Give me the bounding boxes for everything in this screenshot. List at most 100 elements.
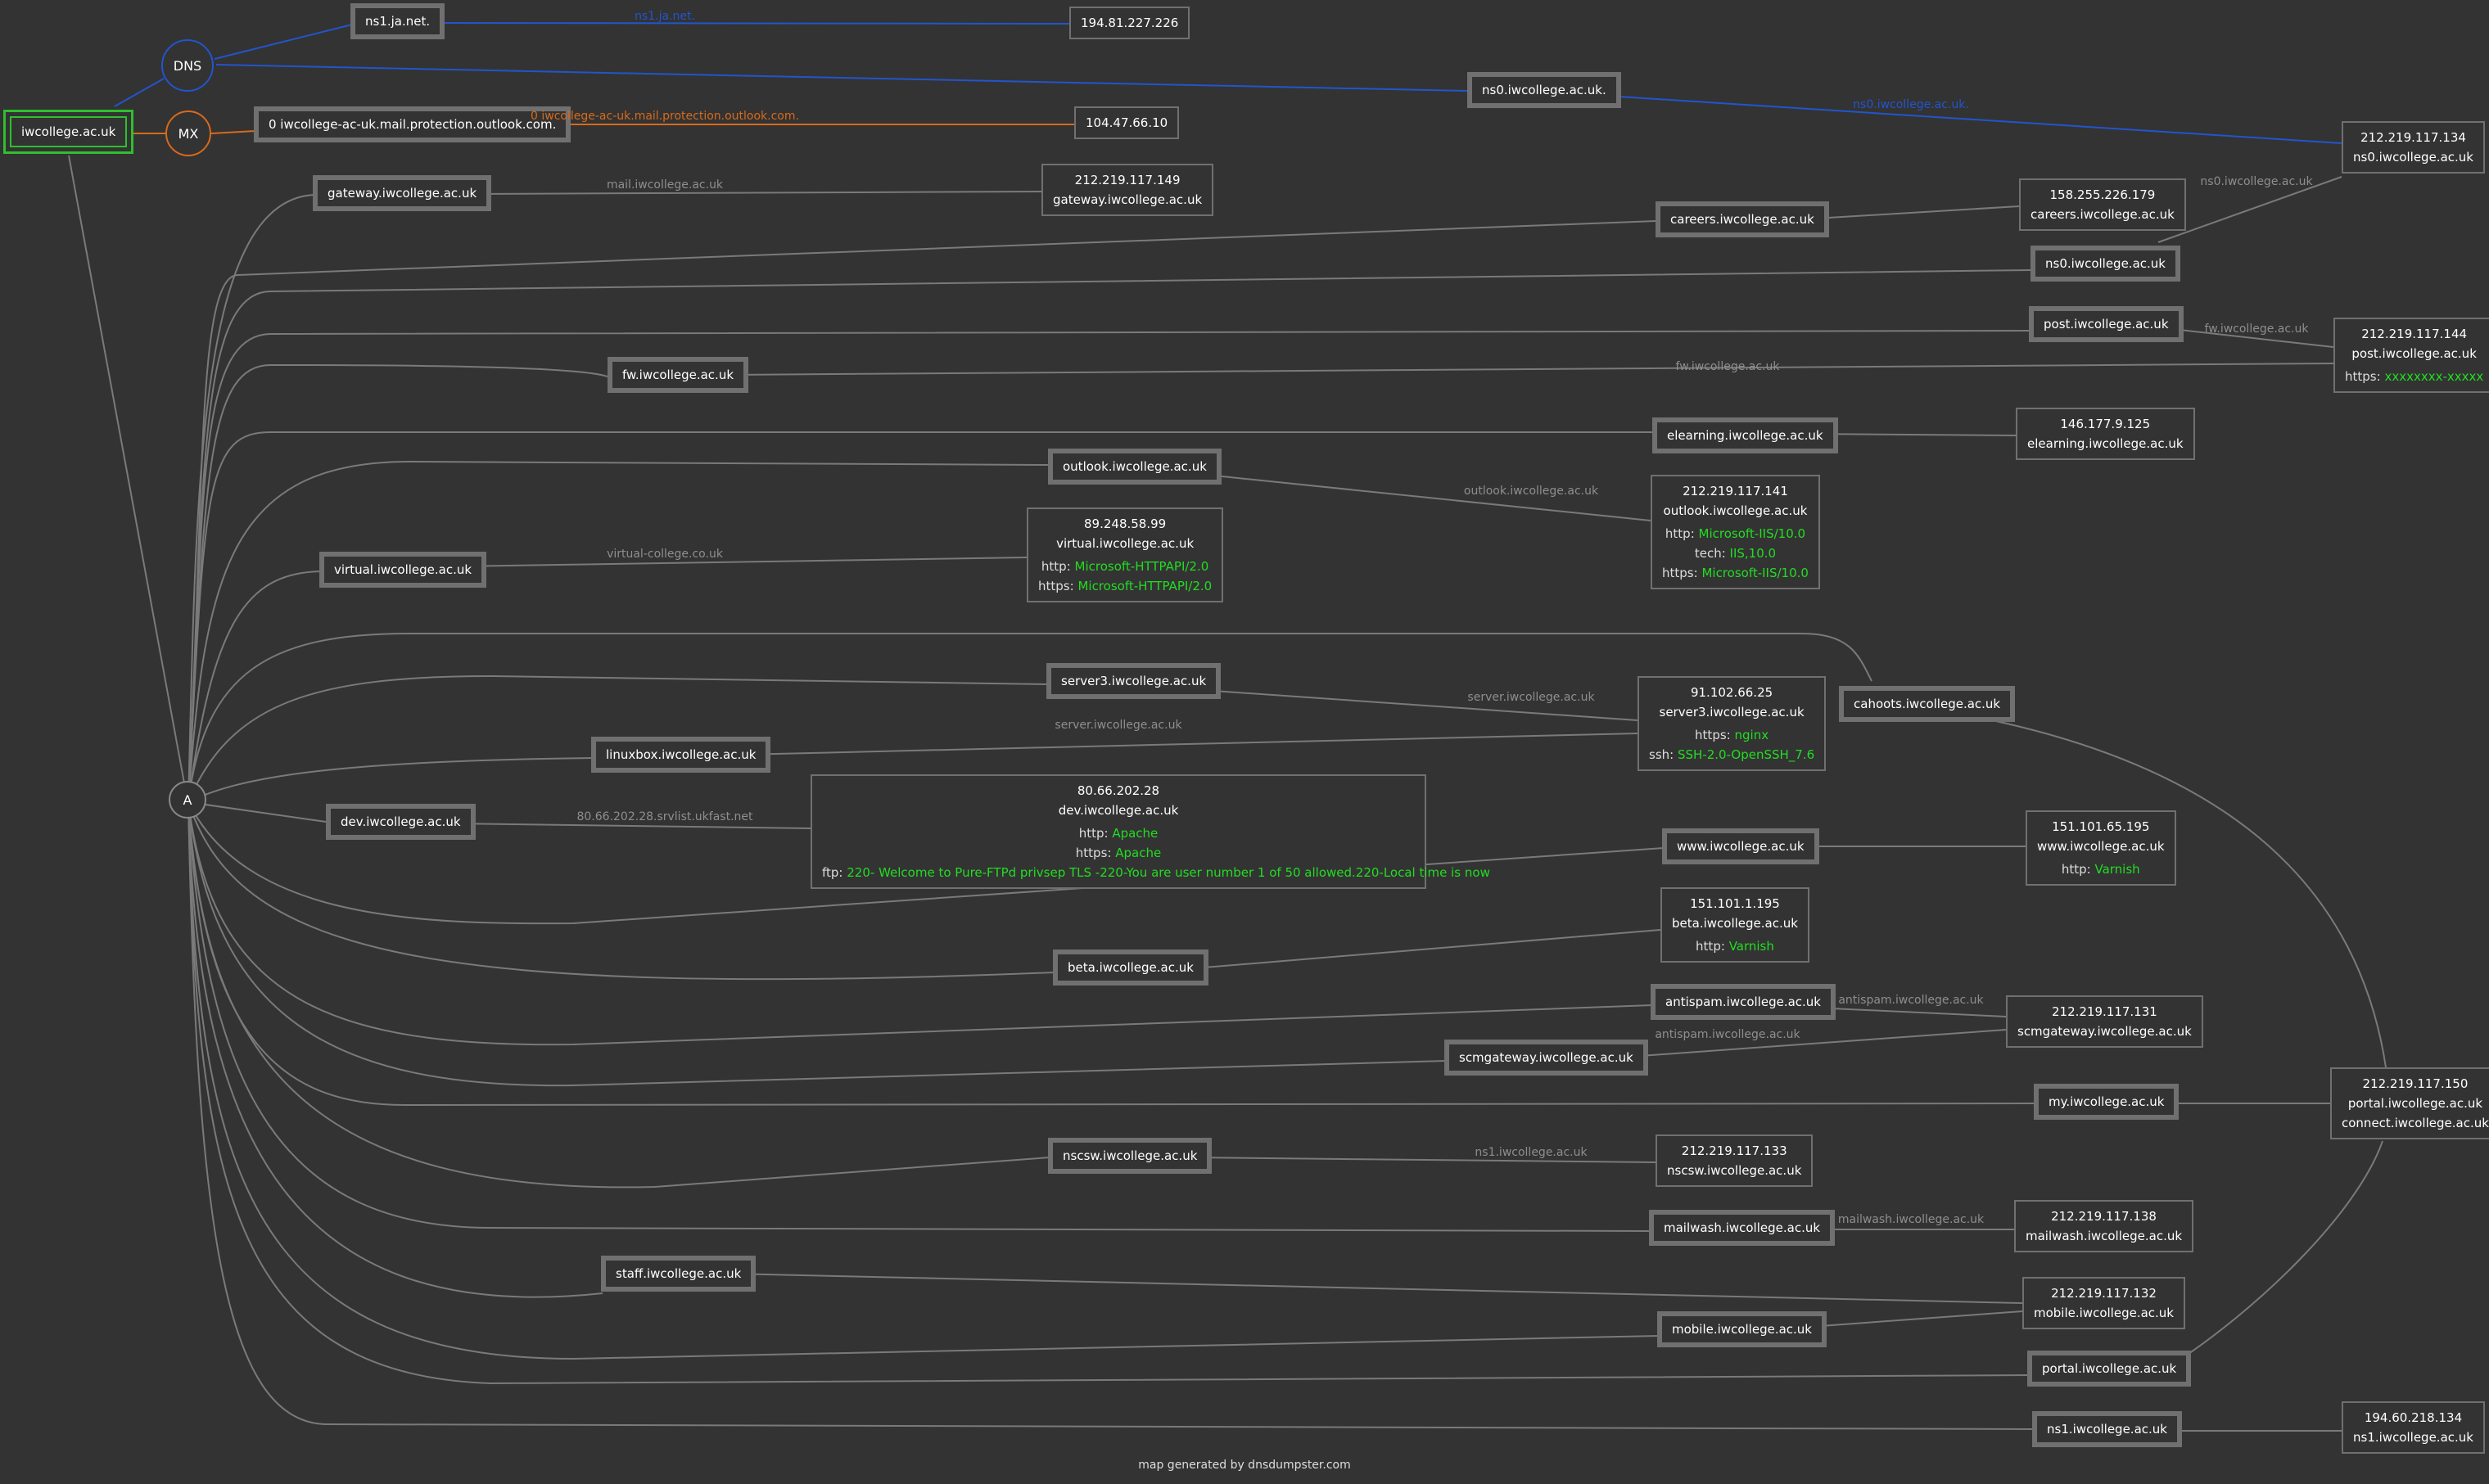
- host-staff[interactable]: staff.iwcollege.ac.uk: [601, 1256, 757, 1292]
- host-virtual[interactable]: virtual.iwcollege.ac.uk: [319, 552, 487, 588]
- service-row: https: xxxxxxxx-xxxxx: [2345, 367, 2483, 386]
- root-domain[interactable]: iwcollege.ac.uk: [3, 110, 134, 154]
- edge-root-dns: [114, 78, 165, 107]
- service-row: http: Microsoft-IIS/10.0: [1662, 524, 1809, 544]
- edge-linuxbox-ip: [739, 733, 1638, 756]
- ip-box-line: 212.219.117.134: [2360, 130, 2466, 145]
- edge-label-server3: server.iwcollege.ac.uk: [1467, 691, 1595, 704]
- host-linuxbox[interactable]: linuxbox.iwcollege.ac.uk: [591, 737, 771, 773]
- host-www[interactable]: www.iwcollege.ac.uk: [1662, 828, 1819, 864]
- ip-box-line: virtual.iwcollege.ac.uk: [1056, 536, 1195, 551]
- edge-a-gateway: [187, 194, 315, 803]
- service-key: https:: [1075, 846, 1112, 860]
- host-my[interactable]: my.iwcollege.ac.uk: [2034, 1084, 2180, 1120]
- service-row: http: Varnish: [1672, 936, 1798, 956]
- edge-portal-ip: [2161, 1140, 2383, 1373]
- ip-box-line: 212.219.117.144: [2361, 327, 2468, 341]
- host-post[interactable]: post.iwcollege.ac.uk: [2029, 306, 2184, 342]
- service-key: https:: [1695, 728, 1731, 742]
- footer-credit: map generated by dnsdumpster.com: [1138, 1459, 1351, 1472]
- host-ns0-dot[interactable]: ns0.iwcollege.ac.uk.: [1467, 72, 1621, 108]
- edge-gateway-ip: [461, 191, 1042, 195]
- edge-staff-ip: [730, 1273, 2023, 1304]
- ip-box-line: mailwash.iwcollege.ac.uk: [2026, 1229, 2183, 1243]
- dns-group-node[interactable]: DNS: [161, 39, 214, 92]
- a-group-node[interactable]: A: [169, 781, 206, 819]
- host-fw[interactable]: fw.iwcollege.ac.uk: [608, 357, 749, 393]
- edge-dns-ns1ja: [214, 24, 353, 60]
- service-key: https:: [2345, 369, 2381, 384]
- ip-box-ns1-ja-net[interactable]: 194.81.227.226: [1069, 7, 1190, 39]
- service-value: nginx: [1734, 728, 1769, 742]
- edge-ns1ja-ip: [423, 22, 1070, 25]
- service-value: SSH-2.0-OpenSSH_7.6: [1677, 747, 1815, 762]
- host-ns0[interactable]: ns0.iwcollege.ac.uk: [2030, 246, 2180, 282]
- edge-label-antispam-1: antispam.iwcollege.ac.uk: [1838, 994, 1984, 1007]
- ip-box-line: 212.219.117.132: [2051, 1286, 2157, 1301]
- service-row: http: Apache: [822, 823, 1415, 843]
- ip-box-line: portal.iwcollege.ac.uk: [2347, 1096, 2483, 1111]
- host-portal[interactable]: portal.iwcollege.ac.uk: [2027, 1351, 2192, 1387]
- host-beta[interactable]: beta.iwcollege.ac.uk: [1053, 949, 1208, 986]
- edge-label-ns0dot: ns0.iwcollege.ac.uk.: [1853, 98, 1969, 111]
- host-ns1[interactable]: ns1.iwcollege.ac.uk: [2032, 1411, 2182, 1447]
- edge-scmgateway-ip: [1617, 1029, 2007, 1058]
- ip-box-line: 212.219.117.131: [2051, 1004, 2157, 1019]
- host-mailwash[interactable]: mailwash.iwcollege.ac.uk: [1649, 1210, 1836, 1246]
- host-mx[interactable]: 0 iwcollege-ac-uk.mail.protection.outloo…: [254, 106, 571, 142]
- mx-group-node[interactable]: MX: [165, 111, 211, 156]
- service-row: https: Microsoft-IIS/10.0: [1662, 563, 1809, 583]
- edge-ns0-ip: [2157, 176, 2342, 243]
- host-antispam[interactable]: antispam.iwcollege.ac.uk: [1651, 984, 1836, 1020]
- host-dev[interactable]: dev.iwcollege.ac.uk: [326, 804, 476, 840]
- edge-cahoots-ip: [1984, 718, 2387, 1068]
- service-value: IIS,10.0: [1729, 546, 1777, 561]
- service-key: https:: [1038, 579, 1074, 593]
- ip-box-line: ns1.iwcollege.ac.uk: [2353, 1430, 2473, 1445]
- ip-box-line: beta.iwcollege.ac.uk: [1672, 916, 1798, 931]
- ip-box-line: 158.255.226.179: [2049, 187, 2156, 202]
- ip-box-line: 212.219.117.150: [2362, 1076, 2469, 1091]
- ip-box-mailwash[interactable]: 212.219.117.138 mailwash.iwcollege.ac.uk: [2014, 1200, 2194, 1252]
- host-server3[interactable]: server3.iwcollege.ac.uk: [1046, 663, 1222, 699]
- host-cahoots[interactable]: cahoots.iwcollege.ac.uk: [1839, 686, 2016, 722]
- host-outlook[interactable]: outlook.iwcollege.ac.uk: [1048, 449, 1222, 485]
- ip-box-line: 194.81.227.226: [1081, 16, 1179, 30]
- service-key: ssh:: [1649, 747, 1674, 762]
- ip-box-mx[interactable]: 104.47.66.10: [1074, 106, 1180, 139]
- edge-a-linuxbox: [187, 757, 594, 803]
- edge-label-gateway: mail.iwcollege.ac.uk: [606, 178, 724, 192]
- edge-a-nscsw: [187, 801, 1050, 1189]
- host-gateway[interactable]: gateway.iwcollege.ac.uk: [313, 175, 492, 211]
- service-key: ftp:: [822, 865, 843, 880]
- edge-dns-ns0dot: [215, 64, 1468, 92]
- edge-ns0dot-ip: [1592, 94, 2342, 144]
- host-ns1-ja-net[interactable]: ns1.ja.net.: [350, 3, 445, 39]
- host-nscsw[interactable]: nscsw.iwcollege.ac.uk: [1048, 1138, 1213, 1174]
- ip-box-line: 212.219.117.138: [2051, 1209, 2157, 1224]
- edge-a-server3: [187, 674, 1049, 803]
- edge-a-cahoots: [187, 633, 1872, 803]
- host-elearning[interactable]: elearning.iwcollege.ac.uk: [1652, 417, 1838, 453]
- edge-a-antispam: [187, 801, 1653, 1046]
- host-careers[interactable]: careers.iwcollege.ac.uk: [1656, 201, 1829, 237]
- host-scmgateway[interactable]: scmgateway.iwcollege.ac.uk: [1444, 1040, 1648, 1076]
- host-mobile[interactable]: mobile.iwcollege.ac.uk: [1657, 1311, 1827, 1347]
